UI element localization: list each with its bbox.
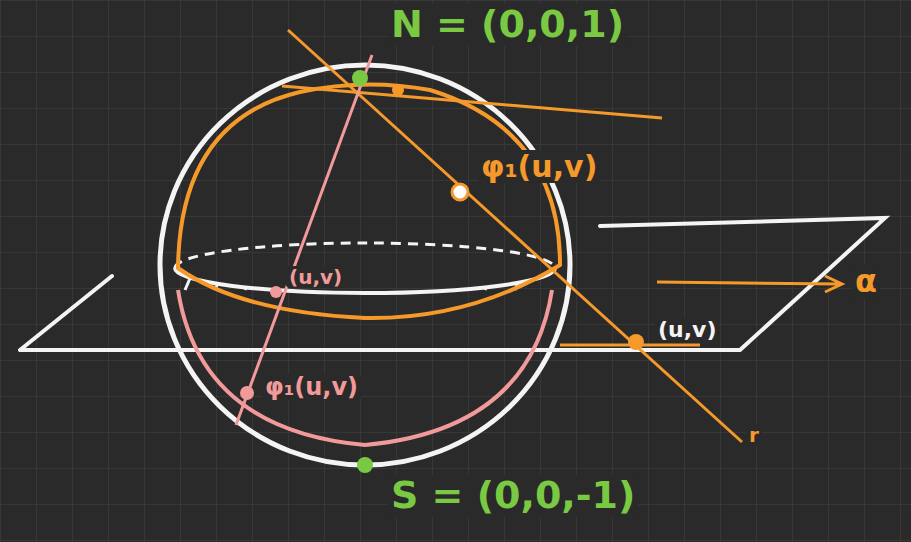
equator-front: [175, 268, 555, 293]
sphere: [160, 65, 570, 465]
plane: [20, 218, 885, 350]
north-pole-label: N = (0,0,1): [388, 4, 627, 46]
plane-arrow: [657, 276, 842, 292]
disk-point-label: (u,v): [286, 266, 345, 288]
disk-point: [270, 286, 282, 298]
upper-hemisphere: [178, 84, 560, 318]
south-pole: [357, 457, 373, 473]
orange-image-label: φ₁(u,v): [478, 150, 600, 183]
pink-projection-line: [236, 55, 372, 425]
south-pole-label: S = (0,0,-1): [388, 475, 638, 517]
lower-image-point: [240, 386, 254, 400]
point: [392, 84, 404, 96]
plane-point-label: (u,v): [655, 318, 719, 342]
pink-image-label: φ₁(u,v): [262, 374, 361, 400]
plane-symbol: α: [852, 264, 880, 299]
equator-back: [175, 243, 555, 268]
image-point: [452, 184, 468, 200]
plane-point: [628, 334, 644, 350]
line-label: r: [746, 424, 762, 446]
north-pole: [352, 70, 368, 86]
tangent-line: [282, 86, 662, 118]
